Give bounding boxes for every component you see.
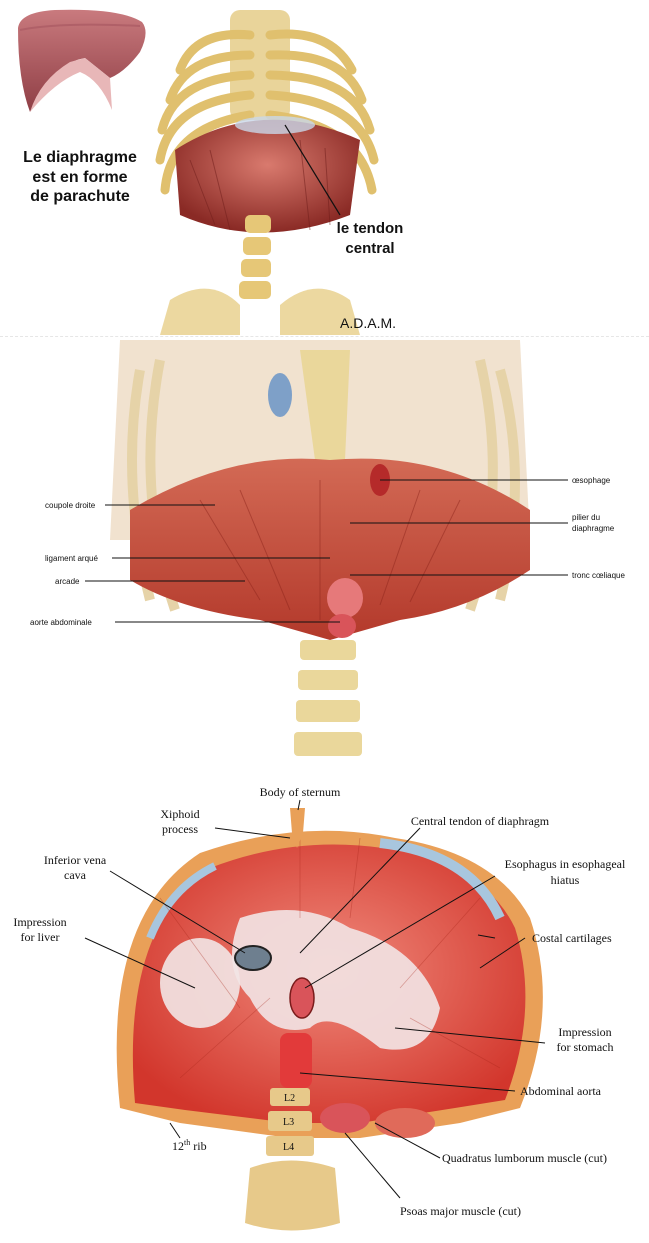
label-costal-cartilages: Costal cartilages — [532, 931, 612, 945]
tendon-label-line-1: le tendon — [337, 220, 404, 237]
label-l2: L2 — [284, 1093, 295, 1104]
label-xiphoid-line-1: Xiphoid — [160, 807, 199, 821]
parachute-caption-line-3: de parachute — [30, 188, 130, 205]
label-liver-line-1: Impression — [13, 915, 66, 929]
label-stomach-line-1: Impression — [558, 1025, 611, 1039]
rib-cage — [160, 10, 374, 335]
parachute-caption-line-2: est en forme — [32, 169, 127, 186]
label-central-tendon: Central tendon of diaphragm — [411, 814, 550, 828]
label-arcade: arcade — [55, 577, 80, 586]
label-aorte-abdominale: aorte abdominale — [30, 618, 92, 627]
label-l4: L4 — [283, 1142, 294, 1153]
diaphragm-muscle — [130, 459, 530, 640]
parachute-illustration-panel: Le diaphragme est en forme de parachute … — [0, 0, 649, 335]
parachute-illustration: Le diaphragme est en forme de parachute … — [0, 0, 649, 335]
label-liver-line-2: for liver — [21, 930, 60, 944]
panel-divider — [0, 336, 649, 337]
label-l3: L3 — [283, 1117, 294, 1128]
label-tronc-coeliaque: tronc cœliaque — [572, 571, 625, 580]
label-ligament-arque: ligament arqué — [45, 554, 98, 563]
label-psoas-major: Psoas major muscle (cut) — [400, 1204, 521, 1218]
dome-icon — [18, 10, 146, 112]
french-diaphragm-panel: coupole droite ligament arqué arcade aor… — [0, 340, 649, 770]
adam-logo: A.D.A.M. — [340, 315, 396, 331]
tendon-label-line-2: central — [345, 240, 394, 257]
aorta — [280, 1033, 312, 1088]
spine — [294, 640, 362, 756]
parachute-caption-line-1: Le diaphragme — [23, 149, 137, 166]
label-esophagus-line-2: hiatus — [551, 873, 580, 887]
label-pilier-line-1: pilier du — [572, 513, 600, 522]
label-ivc-line-1: Inferior vena — [44, 853, 107, 867]
english-diaphragm-panel: Body of sternum Xiphoid process Central … — [0, 778, 649, 1243]
label-esophagus-line-1: Esophagus in esophageal — [505, 857, 626, 871]
french-diaphragm-illustration: coupole droite ligament arqué arcade aor… — [0, 340, 649, 770]
label-quadratus-lumborum: Quadratus lumborum muscle (cut) — [442, 1151, 607, 1165]
english-diaphragm-illustration: Body of sternum Xiphoid process Central … — [0, 778, 649, 1243]
label-stomach-line-2: for stomach — [557, 1040, 614, 1054]
label-pilier-line-2: diaphragme — [572, 524, 615, 533]
label-ivc-line-2: cava — [64, 868, 87, 882]
label-12th-rib: 12th rib — [172, 1138, 207, 1153]
label-coupole-droite: coupole droite — [45, 501, 96, 510]
label-abdominal-aorta: Abdominal aorta — [520, 1084, 602, 1098]
ivc-opening — [235, 946, 271, 970]
label-oesophage: œsophage — [572, 476, 611, 485]
label-xiphoid-line-2: process — [162, 822, 198, 836]
label-body-of-sternum: Body of sternum — [260, 785, 341, 799]
